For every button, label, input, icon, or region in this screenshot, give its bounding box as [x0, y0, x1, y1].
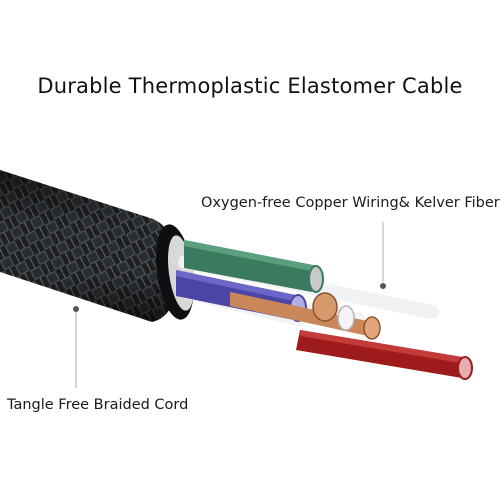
image-title: Durable Thermoplastic Elastomer Cable [37, 74, 463, 98]
red-wire [296, 330, 473, 380]
cord-label: Tangle Free Braided Cord [7, 397, 189, 413]
callout-dot-cord [73, 306, 79, 312]
fiber-label: Oxygen-free Copper Wiring& Kelver Fiber [201, 195, 500, 211]
callout-dot-fiber [380, 283, 386, 289]
braided-jacket [0, 170, 178, 322]
copper-core [230, 292, 381, 340]
callout-lines [75, 222, 384, 388]
green-wire [184, 240, 324, 293]
